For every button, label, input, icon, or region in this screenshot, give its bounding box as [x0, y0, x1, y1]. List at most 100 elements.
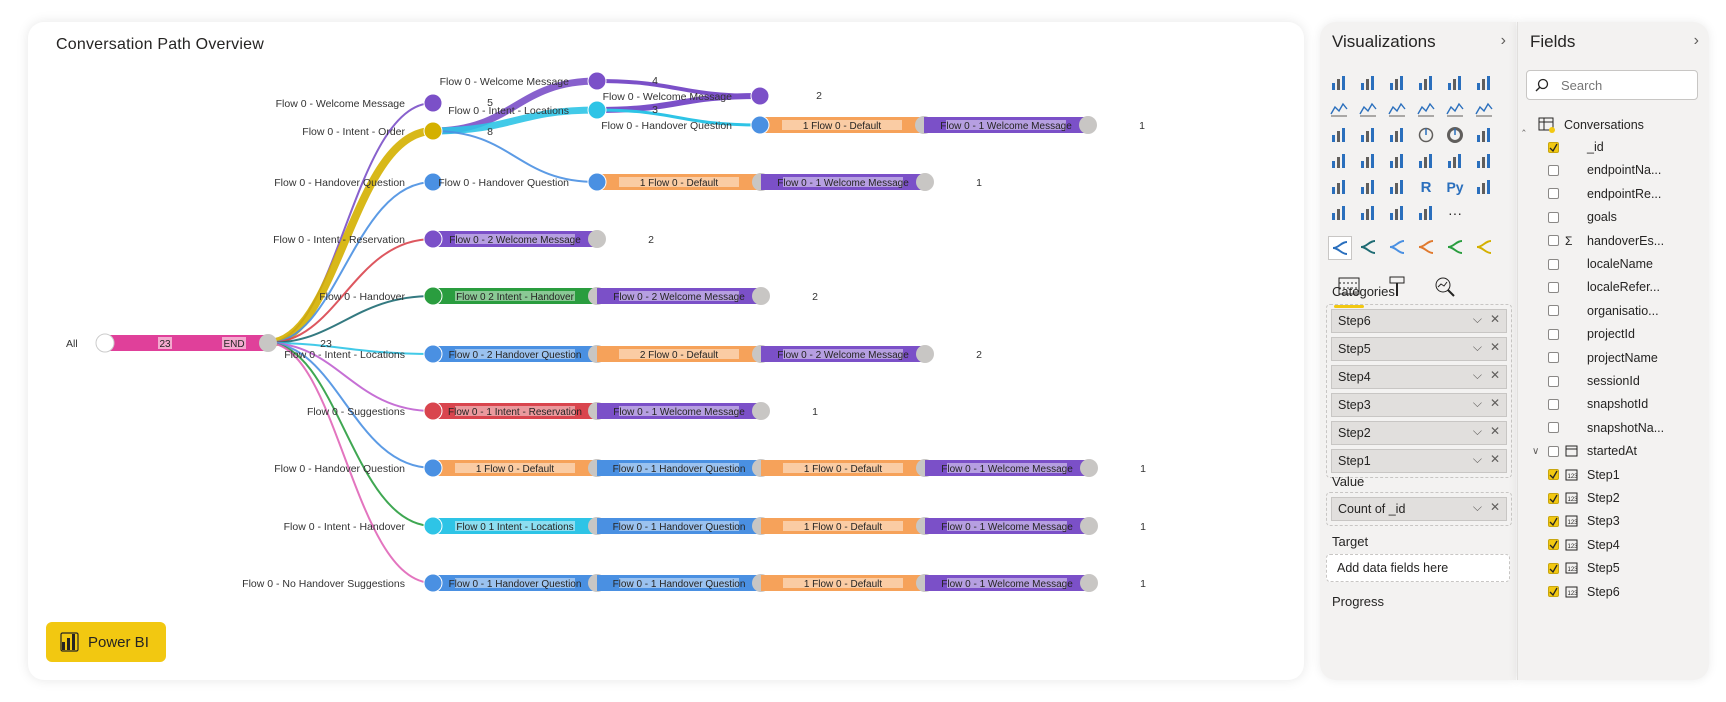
field-item[interactable]: snapshotNa...: [1522, 417, 1664, 439]
stacked-bar-icon[interactable]: [1328, 72, 1350, 94]
fields-tab[interactable]: [1332, 270, 1366, 308]
matrix-icon[interactable]: [1386, 176, 1408, 198]
key-influencers-icon[interactable]: [1473, 176, 1495, 198]
category-field-chip[interactable]: Step1⌵✕: [1331, 449, 1507, 473]
waterfall-icon[interactable]: [1328, 124, 1350, 146]
category-field-chip[interactable]: Step4⌵✕: [1331, 365, 1507, 389]
flow-icon[interactable]: [1357, 236, 1379, 258]
category-field-chip[interactable]: Step6⌵✕: [1331, 309, 1507, 333]
format-tab[interactable]: [1380, 270, 1414, 304]
multirow-card-icon[interactable]: [1444, 150, 1466, 172]
more-icon[interactable]: ···: [1448, 205, 1462, 221]
100-column-icon[interactable]: [1473, 72, 1495, 94]
line-chart-icon[interactable]: [1328, 98, 1350, 120]
chevron-up-icon[interactable]: ‸: [1522, 119, 1526, 132]
field-checkbox[interactable]: [1548, 164, 1559, 176]
chevron-down-icon[interactable]: ⌵: [1472, 396, 1482, 410]
field-checkbox[interactable]: [1548, 235, 1559, 247]
field-item[interactable]: _id: [1522, 136, 1604, 158]
field-item[interactable]: goals: [1522, 206, 1617, 228]
collapse-fields-chevron-icon[interactable]: ›: [1693, 32, 1699, 49]
field-item[interactable]: sessionId: [1522, 370, 1640, 392]
scatter-icon[interactable]: [1386, 124, 1408, 146]
qa-icon[interactable]: [1357, 202, 1379, 224]
field-checkbox[interactable]: [1548, 305, 1559, 317]
table-conversations[interactable]: ‸Conversations: [1522, 114, 1644, 136]
field-item[interactable]: endpointNa...: [1522, 159, 1661, 181]
close-icon[interactable]: ✕: [1489, 500, 1500, 514]
decomposition-tree-icon[interactable]: [1328, 202, 1350, 224]
chevron-down-icon[interactable]: ⌵: [1472, 452, 1482, 466]
paginated-icon[interactable]: [1415, 202, 1437, 224]
target-drop-zone[interactable]: Add data fields here: [1326, 554, 1510, 582]
power-bi-badge[interactable]: Power BI: [46, 622, 166, 662]
field-checkbox[interactable]: [1548, 352, 1559, 364]
map-icon[interactable]: [1328, 150, 1350, 172]
gauge-icon[interactable]: [1386, 150, 1408, 172]
slicer-icon[interactable]: [1328, 176, 1350, 198]
field-item[interactable]: localeRefer...: [1522, 276, 1660, 298]
chevron-down-icon[interactable]: ⌵: [1472, 424, 1482, 438]
close-icon[interactable]: ✕: [1489, 452, 1500, 466]
r-visual-icon[interactable]: R: [1420, 178, 1432, 196]
field-checkbox[interactable]: [1548, 562, 1559, 574]
close-icon[interactable]: ✕: [1489, 312, 1500, 326]
field-item[interactable]: endpointRe...: [1522, 183, 1661, 205]
chord-icon[interactable]: [1415, 236, 1437, 258]
donut-icon[interactable]: [1444, 124, 1466, 146]
chevron-down-icon[interactable]: ∨: [1532, 445, 1540, 457]
filled-map-icon[interactable]: [1357, 150, 1379, 172]
collapse-visualizations-chevron-icon[interactable]: ›: [1500, 32, 1506, 49]
field-item[interactable]: localeName: [1522, 253, 1653, 275]
field-checkbox[interactable]: [1548, 188, 1559, 200]
tornado-icon[interactable]: [1473, 236, 1495, 258]
field-checkbox[interactable]: [1548, 258, 1559, 270]
pie-icon[interactable]: [1415, 124, 1437, 146]
field-checkbox[interactable]: [1548, 539, 1559, 551]
ribbon-chart-icon[interactable]: [1473, 98, 1495, 120]
chevron-down-icon[interactable]: ⌵: [1472, 500, 1482, 514]
field-item[interactable]: projectName: [1522, 347, 1658, 369]
histogram-icon[interactable]: [1444, 236, 1466, 258]
field-checkbox[interactable]: [1548, 398, 1559, 410]
fields-search[interactable]: [1526, 70, 1698, 100]
chevron-down-icon[interactable]: ⌵: [1472, 312, 1482, 326]
funnel-icon[interactable]: [1357, 124, 1379, 146]
chevron-down-icon[interactable]: ⌵: [1472, 340, 1482, 354]
field-item[interactable]: organisatio...: [1522, 300, 1659, 322]
close-icon[interactable]: ✕: [1489, 368, 1500, 382]
value-well[interactable]: Count of _id ⌵✕: [1326, 492, 1512, 526]
field-checkbox[interactable]: [1548, 469, 1559, 481]
treemap-icon[interactable]: [1473, 124, 1495, 146]
clustered-column-icon[interactable]: [1415, 72, 1437, 94]
sankey-icon[interactable]: [1328, 236, 1352, 260]
field-checkbox[interactable]: [1548, 422, 1559, 434]
chevron-down-icon[interactable]: ⌵: [1472, 368, 1482, 382]
kpi-icon[interactable]: [1473, 150, 1495, 172]
category-field-chip[interactable]: Step3⌵✕: [1331, 393, 1507, 417]
python-visual-icon[interactable]: Py: [1446, 179, 1464, 195]
funnel-chart-icon[interactable]: [1386, 236, 1408, 258]
clustered-bar-icon[interactable]: [1386, 72, 1408, 94]
stacked-column-icon[interactable]: [1357, 72, 1379, 94]
close-icon[interactable]: ✕: [1489, 424, 1500, 438]
field-checkbox[interactable]: [1548, 281, 1559, 293]
field-checkbox[interactable]: [1548, 375, 1559, 387]
field-checkbox[interactable]: [1548, 211, 1559, 223]
field-checkbox[interactable]: [1548, 515, 1559, 527]
field-checkbox[interactable]: [1548, 141, 1559, 153]
field-checkbox[interactable]: [1548, 492, 1559, 504]
categories-well[interactable]: Step6⌵✕Step5⌵✕Step4⌵✕Step3⌵✕Step2⌵✕Step1…: [1326, 304, 1512, 478]
category-field-chip[interactable]: Step5⌵✕: [1331, 337, 1507, 361]
close-icon[interactable]: ✕: [1489, 396, 1500, 410]
smart-narrative-icon[interactable]: [1386, 202, 1408, 224]
field-checkbox[interactable]: [1548, 328, 1559, 340]
stacked-area-icon[interactable]: [1386, 98, 1408, 120]
